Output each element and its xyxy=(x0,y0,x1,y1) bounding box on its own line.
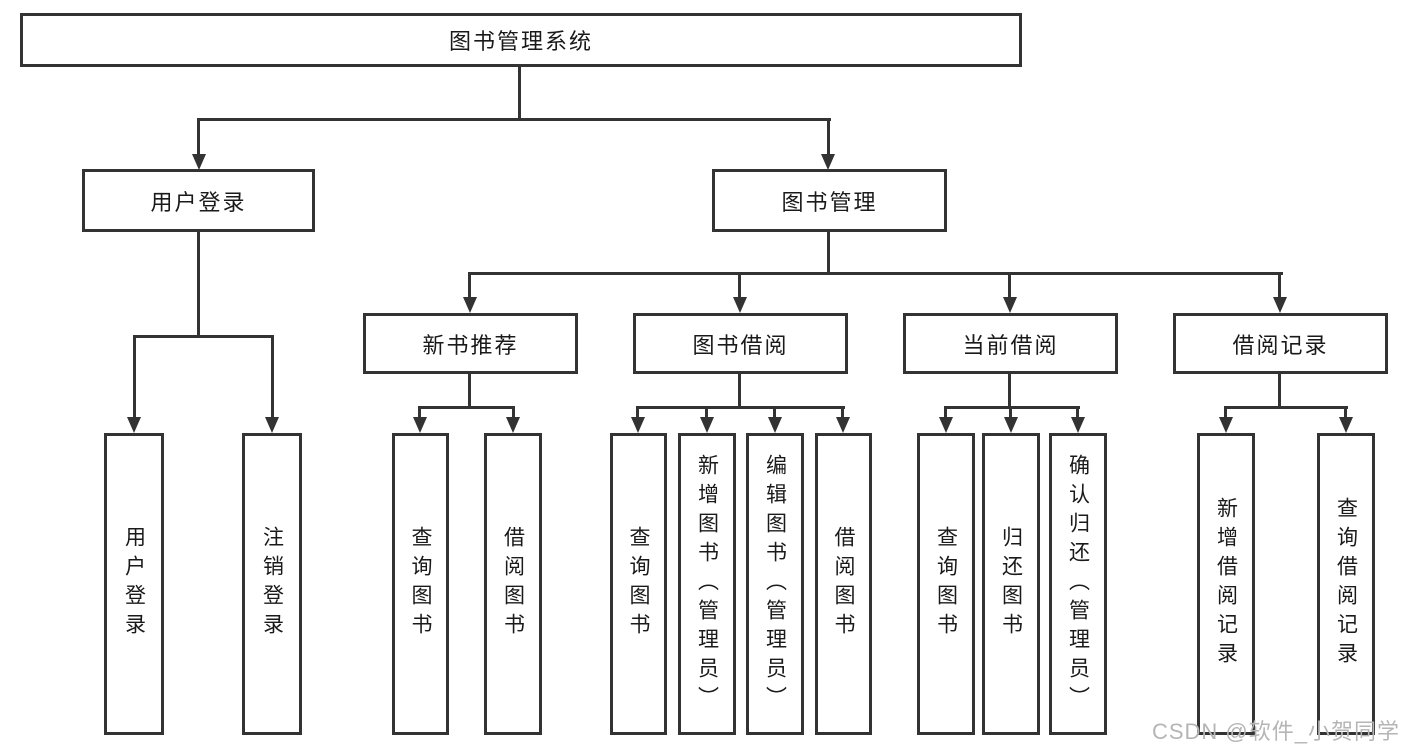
arrow-down-icon xyxy=(700,417,714,433)
connector-line xyxy=(1278,373,1281,409)
connector-line xyxy=(827,118,830,157)
node-label: 用户登录 xyxy=(150,189,247,215)
node-label: 新增图书（管理员） xyxy=(695,453,719,715)
connector-line xyxy=(468,272,1283,275)
connector-line xyxy=(841,406,844,419)
connector-line xyxy=(468,272,471,300)
node-label: 查询图书 xyxy=(409,526,432,642)
leaf-borrow-books-borrow: 借阅图书 xyxy=(815,433,872,735)
arrow-down-icon xyxy=(768,417,782,433)
node-label: 图书管理 xyxy=(781,189,878,215)
connector-line xyxy=(636,406,845,409)
node-label: 图书借阅 xyxy=(692,332,789,358)
arrow-down-icon xyxy=(463,297,477,313)
node-label: 借阅图书 xyxy=(832,526,855,642)
leaf-borrow-books-recommend: 借阅图书 xyxy=(484,433,542,735)
node-label: 用户登录 xyxy=(122,526,146,642)
node-label: 注销登录 xyxy=(260,526,284,642)
connector-line xyxy=(827,231,830,275)
leaf-query-books-current: 查询图书 xyxy=(917,433,975,735)
leaf-edit-book-admin: 编辑图书（管理员） xyxy=(746,433,804,735)
arrow-down-icon xyxy=(939,417,953,433)
connector-line xyxy=(1008,272,1011,300)
arrow-down-icon xyxy=(192,154,206,170)
node-label: 新书推荐 xyxy=(422,332,519,358)
node-label: 查询图书 xyxy=(934,526,958,642)
arrow-down-icon xyxy=(1071,417,1085,433)
node-label: 编辑图书（管理员） xyxy=(763,453,787,715)
connector-line xyxy=(738,272,741,300)
connector-line xyxy=(1009,406,1012,419)
node-book-borrowing: 图书借阅 xyxy=(633,313,848,374)
watermark: CSDN @软件_小贺同学 xyxy=(1151,719,1400,744)
connector-line xyxy=(197,118,200,157)
connector-line xyxy=(773,406,776,419)
arrow-down-icon xyxy=(413,417,427,433)
arrow-down-icon xyxy=(506,417,520,433)
node-label: 归还图书 xyxy=(999,526,1023,642)
node-label: 图书管理系统 xyxy=(448,29,593,54)
leaf-query-books-recommend: 查询图书 xyxy=(392,433,449,735)
connector-line xyxy=(738,373,741,409)
leaf-logout: 注销登录 xyxy=(242,433,302,735)
connector-line xyxy=(133,335,274,338)
arrow-down-icon xyxy=(1273,297,1287,313)
leaf-query-borrow-record: 查询借阅记录 xyxy=(1317,433,1375,735)
node-label: 查询图书 xyxy=(627,526,650,642)
node-label: 新增借阅记录 xyxy=(1214,497,1238,671)
connector-line xyxy=(944,406,1080,409)
node-user-login: 用户登录 xyxy=(82,169,315,232)
arrow-down-icon xyxy=(836,417,850,433)
arrow-down-icon xyxy=(1219,417,1233,433)
node-label: 当前借阅 xyxy=(962,332,1059,358)
node-label: 确认归还（管理员） xyxy=(1066,453,1090,715)
connector-line xyxy=(1224,406,1227,419)
arrow-down-icon xyxy=(1004,417,1018,433)
node-borrowing-records: 借阅记录 xyxy=(1173,313,1388,374)
connector-line xyxy=(197,231,200,338)
leaf-confirm-return-admin: 确认归还（管理员） xyxy=(1049,433,1107,735)
arrow-down-icon xyxy=(631,417,645,433)
leaf-return-book: 归还图书 xyxy=(982,433,1040,735)
connector-line xyxy=(518,65,521,121)
connector-line xyxy=(1278,272,1281,300)
arrow-down-icon xyxy=(1003,297,1017,313)
leaf-add-borrow-record: 新增借阅记录 xyxy=(1197,433,1255,735)
leaf-add-book-admin: 新增图书（管理员） xyxy=(678,433,736,735)
node-label: 查询借阅记录 xyxy=(1334,497,1358,671)
node-new-book-recommendation: 新书推荐 xyxy=(363,313,578,374)
connector-line xyxy=(512,406,515,419)
connector-line xyxy=(271,335,274,419)
connector-line xyxy=(418,406,421,419)
arrow-down-icon xyxy=(733,297,747,313)
connector-line xyxy=(636,406,639,419)
connector-line xyxy=(705,406,708,419)
connector-line xyxy=(133,335,136,419)
connector-line xyxy=(1076,406,1079,419)
arrow-down-icon xyxy=(265,417,279,433)
connector-line xyxy=(1344,406,1347,419)
arrow-down-icon xyxy=(1339,417,1353,433)
leaf-query-books-borrow: 查询图书 xyxy=(610,433,667,735)
node-label: 借阅记录 xyxy=(1232,332,1329,358)
arrow-down-icon xyxy=(127,417,141,433)
arrow-down-icon xyxy=(821,154,835,170)
connector-line xyxy=(418,406,515,409)
connector-line xyxy=(197,118,831,121)
node-label: 借阅图书 xyxy=(501,526,525,642)
connector-line xyxy=(468,373,471,409)
node-library-system: 图书管理系统 xyxy=(20,13,1022,67)
node-book-management: 图书管理 xyxy=(712,169,947,232)
connector-line xyxy=(1224,406,1348,409)
connector-line xyxy=(1008,373,1011,409)
node-current-borrowing: 当前借阅 xyxy=(903,313,1118,374)
connector-line xyxy=(944,406,947,419)
leaf-user-login: 用户登录 xyxy=(104,433,164,735)
